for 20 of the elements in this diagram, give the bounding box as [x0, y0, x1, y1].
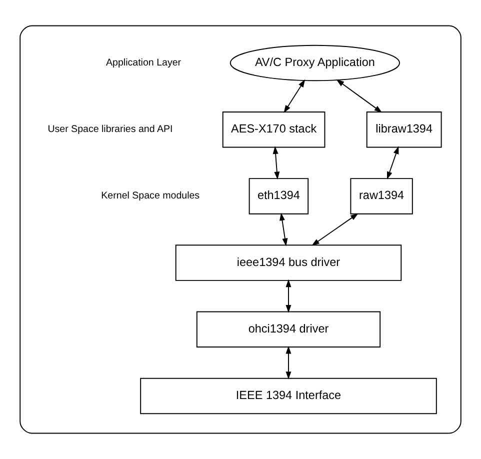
arrow: [387, 146, 399, 180]
arrow: [280, 212, 288, 246]
arrow: [284, 79, 306, 114]
node-box: raw1394: [350, 178, 413, 214]
arrow: [336, 79, 382, 113]
label: Kernel Space modules: [101, 190, 200, 202]
node-box: AES-X170 stack: [222, 111, 326, 148]
node-box: IEEE 1394 Interface: [140, 378, 437, 414]
arrow: [286, 279, 292, 313]
label: User Space libraries and API: [48, 124, 173, 136]
node-box: libraw1394: [366, 111, 442, 148]
node-ellipse: AV/C Proxy Application: [230, 44, 400, 82]
label: Application Layer: [106, 57, 182, 68]
arrow: [312, 213, 358, 246]
node-box: eth1394: [248, 178, 309, 214]
node-box: ohci1394 driver: [196, 311, 381, 348]
node-box: ieee1394 bus driver: [175, 244, 402, 281]
arrow: [272, 146, 280, 180]
arrow: [286, 346, 292, 380]
cluster: [20, 25, 462, 434]
